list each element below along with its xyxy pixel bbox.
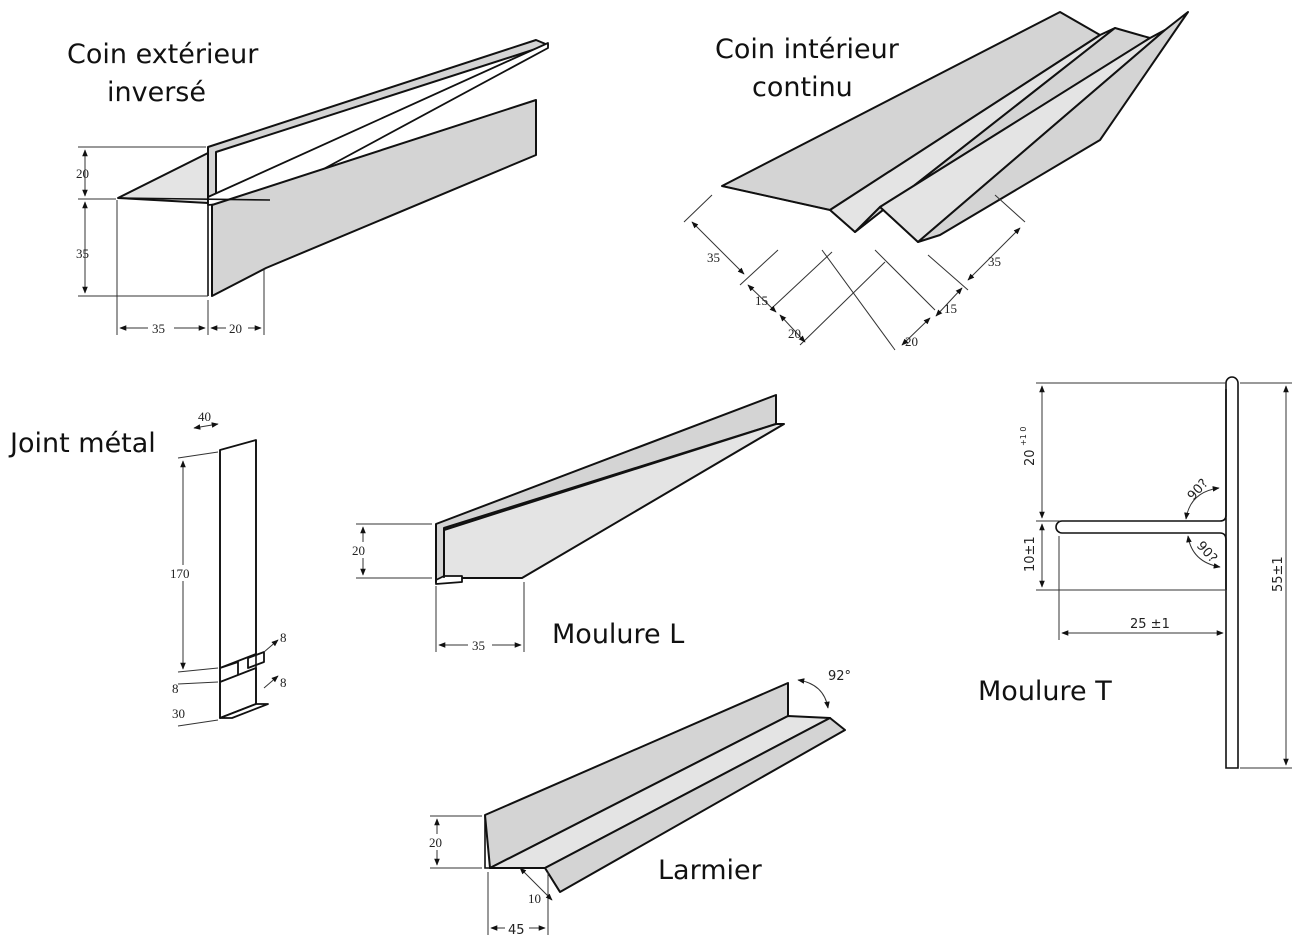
joint-metal-dimensions: 40 170 8 8 8 30 xyxy=(168,409,287,727)
coin-exterieur-title-line2: inversé xyxy=(107,77,206,108)
coin-interieur-title-line1: Coin intérieur xyxy=(715,34,900,65)
moulure-l-title: Moulure L xyxy=(552,619,684,650)
larmier-dimensions: 20 45 10 92° xyxy=(427,669,851,938)
joint-metal-dim-8-bottom: 8 xyxy=(280,675,287,690)
larmier-group: Larmier 20 45 10 92° xyxy=(427,669,851,938)
joint-metal-dim-8-left: 8 xyxy=(172,681,179,696)
coin-interieur-dim-35-right: 35 xyxy=(988,254,1001,269)
larmier-profile xyxy=(484,682,846,893)
moulure-t-group: Moulure T 20 +1 0 10±1 55±1 25 ±1 xyxy=(978,376,1292,769)
moulure-t-dim-55: 55±1 xyxy=(1271,556,1286,592)
coin-interieur-dim-20-right: 20 xyxy=(905,334,918,349)
coin-interieur-dim-35-left: 35 xyxy=(707,250,720,265)
moulure-t-title: Moulure T xyxy=(978,676,1112,707)
joint-metal-title: Joint métal xyxy=(8,428,156,459)
coin-interieur-dimensions: 35 15 20 35 15 20 xyxy=(683,194,1026,351)
coin-interieur-dim-20-left: 20 xyxy=(788,326,801,341)
larmier-angle-92: 92° xyxy=(828,669,851,684)
joint-metal-dim-40: 40 xyxy=(198,409,211,424)
moulure-l-profile xyxy=(435,394,785,585)
larmier-dim-10: 10 xyxy=(528,891,541,906)
larmier-dim-20: 20 xyxy=(429,835,442,850)
moulure-t-dim-20: 20 xyxy=(1023,449,1038,466)
coin-exterieur-dimensions: 20 35 35 20 xyxy=(76,146,265,336)
coin-interieur-dim-15-left: 15 xyxy=(755,293,768,308)
joint-metal-dim-30-left: 30 xyxy=(172,706,185,721)
joint-metal-dim-170: 170 xyxy=(170,566,190,581)
moulure-t-dim-25: 25 ±1 xyxy=(1130,617,1170,632)
larmier-dim-45: 45 xyxy=(508,923,525,938)
moulure-t-dim-10: 10±1 xyxy=(1023,536,1038,572)
coin-interieur-title-line2: continu xyxy=(752,72,853,103)
moulure-t-angle-upper: 90? xyxy=(1185,476,1212,503)
coin-exterieur-dim-20-horizontal: 20 xyxy=(229,321,242,336)
coin-interieur-group: Coin intérieur continu 35 15 20 35 xyxy=(683,11,1189,351)
joint-metal-dim-8-top: 8 xyxy=(280,630,287,645)
coin-exterieur-dim-35-horizontal: 35 xyxy=(152,321,165,336)
moulure-t-profile xyxy=(1055,376,1239,769)
coin-exterieur-title-line1: Coin extérieur xyxy=(67,39,259,70)
moulure-l-dim-20: 20 xyxy=(352,543,365,558)
larmier-title: Larmier xyxy=(658,855,763,886)
coin-exterieur-group: Coin extérieur inversé 20 35 xyxy=(67,39,549,336)
moulure-l-dimensions: 20 35 xyxy=(351,523,525,653)
moulure-t-angle-lower: 90? xyxy=(1193,539,1220,566)
coin-exterieur-dim-20-vertical: 20 xyxy=(76,166,89,181)
coin-exterieur-dim-35-vertical: 35 xyxy=(76,246,89,261)
coin-exterieur-profile xyxy=(117,39,549,297)
moulure-l-group: Moulure L 20 35 xyxy=(351,394,785,653)
moulure-t-dim-20-tolerance: +1 0 xyxy=(1019,427,1028,446)
coin-interieur-profile xyxy=(721,11,1189,243)
moulure-t-dimensions: 20 +1 0 10±1 55±1 25 ±1 90? 90? xyxy=(1019,382,1292,769)
joint-metal-profile xyxy=(219,439,269,719)
coin-interieur-dim-15-right: 15 xyxy=(944,301,957,316)
joint-metal-group: Joint métal 40 170 8 8 8 30 xyxy=(8,409,287,727)
moulure-l-dim-35: 35 xyxy=(472,638,485,653)
